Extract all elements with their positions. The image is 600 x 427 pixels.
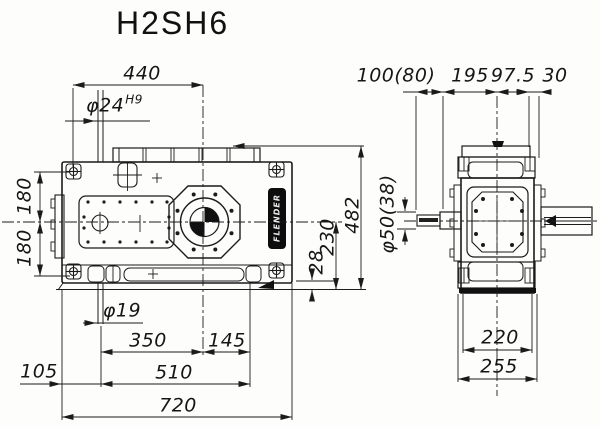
dim-center-height: 230 xyxy=(316,218,339,256)
base-wedge xyxy=(258,280,274,289)
panel-bolt-dots xyxy=(474,197,524,247)
dim-height-lower: 180 xyxy=(13,229,36,267)
front-dimension-lines xyxy=(2,82,366,420)
dim-top-width: 440 xyxy=(123,62,161,85)
flange-bolt-dots xyxy=(175,192,234,252)
dim-offset-left: 105 xyxy=(20,360,58,383)
brand-label: FLENDER xyxy=(272,194,282,242)
side-dimension-lines xyxy=(397,89,597,396)
cover-bolt-dots xyxy=(82,200,171,244)
brand-plate xyxy=(268,188,286,249)
dim-foot-width: 220 xyxy=(481,326,519,349)
input-shaft xyxy=(416,211,462,230)
dim-input-bore: φ24H9 xyxy=(86,92,143,117)
corner-bolts xyxy=(65,161,285,280)
base-bar xyxy=(459,288,536,293)
front-view-drawing xyxy=(50,90,293,324)
dim-span-foot: 145 xyxy=(208,329,246,352)
dim-foot-span: 510 xyxy=(155,361,193,384)
dim-base-width: 255 xyxy=(480,355,518,378)
dim-input-bore-tolerance: H9 xyxy=(125,92,143,107)
dim-total-length: 720 xyxy=(159,394,197,417)
dim-shaft-diameter: φ19 xyxy=(102,299,142,322)
dim-width-b: 97.5 xyxy=(490,64,536,87)
output-flange xyxy=(168,185,241,259)
drawing-title: H2SH6 xyxy=(116,5,230,41)
dim-span-center: 350 xyxy=(129,329,167,352)
dim-shaft-length: 100(80) xyxy=(356,64,436,87)
dim-total-height: 482 xyxy=(341,196,364,234)
dim-width-a: 195 xyxy=(451,64,489,87)
dim-height-upper: 180 xyxy=(13,177,36,215)
dim-side-shaft-diameter: φ50(38) xyxy=(376,174,399,254)
dim-width-c: 30 xyxy=(542,64,568,87)
